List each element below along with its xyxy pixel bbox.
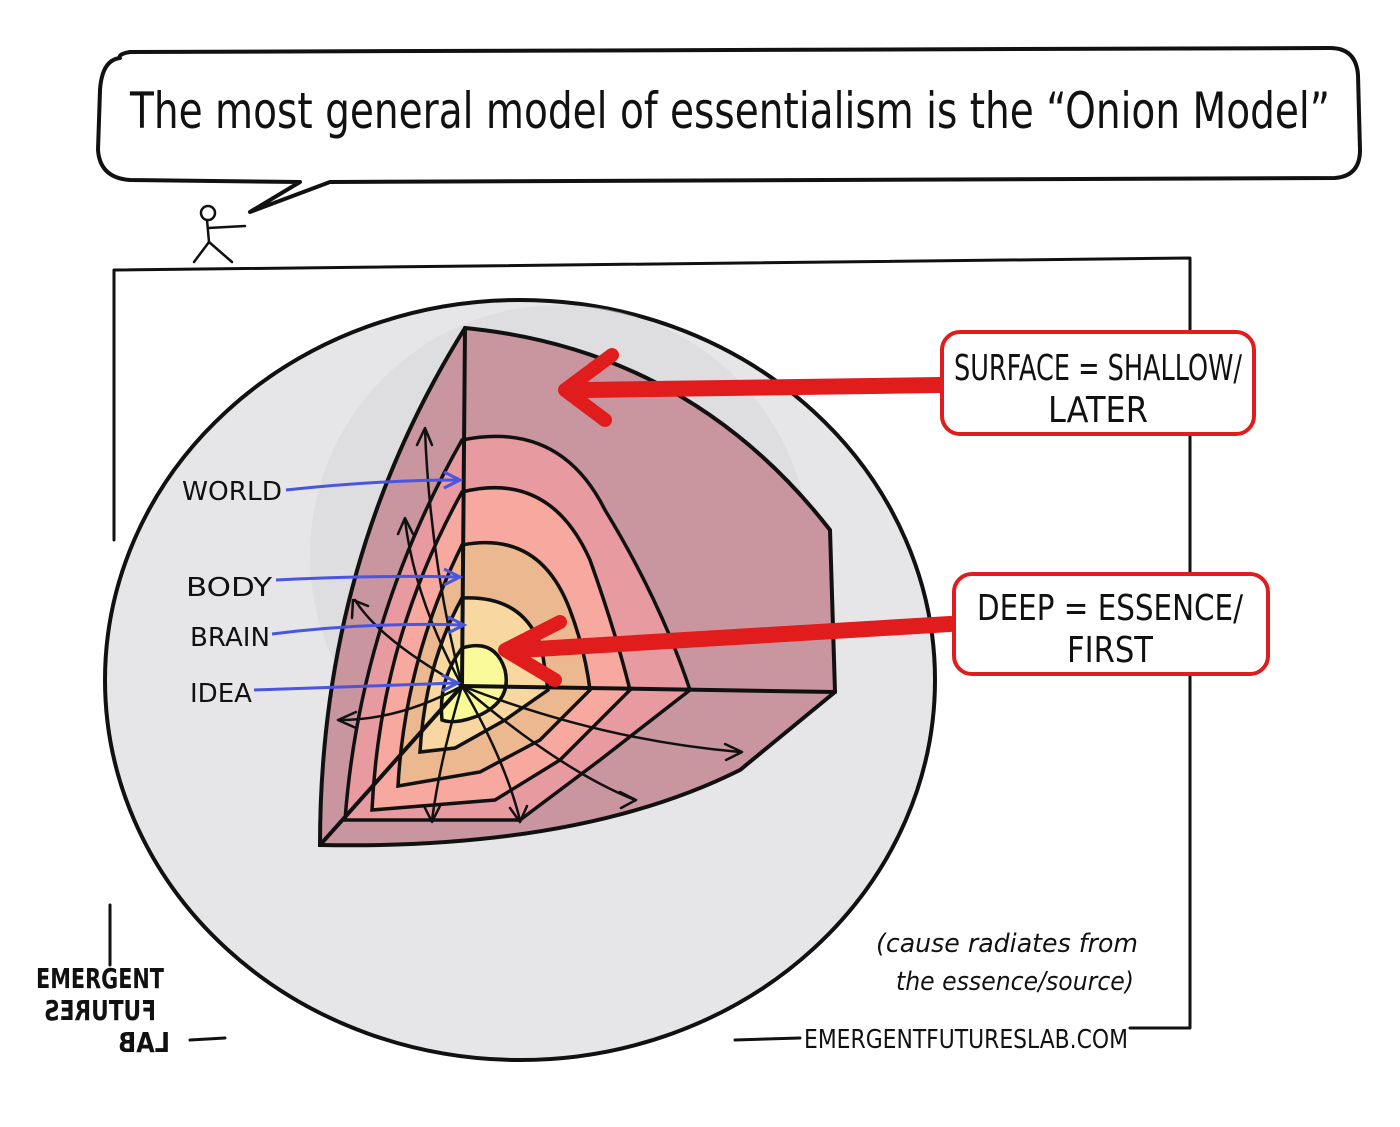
deep-line2: FIRST xyxy=(1067,630,1154,671)
arrow-world xyxy=(285,478,459,492)
surface-pointer-arrow xyxy=(577,377,948,398)
surface-box xyxy=(940,330,1256,436)
speech-bubble: The most general model of essentialism i… xyxy=(96,46,1362,214)
arrow-brain xyxy=(271,622,463,636)
deep-box xyxy=(952,572,1270,676)
layer-labels: WORLD BODY BRAIN IDEA xyxy=(182,470,468,709)
deep-pointer-arrow xyxy=(512,616,958,658)
stick-figure xyxy=(192,204,247,264)
brand-logo: EMERGENT FUTURES LAB xyxy=(36,962,170,1059)
logo-line1: EMERGENT xyxy=(36,962,164,995)
label-idea: IDEA xyxy=(190,679,252,709)
surface-line2: LATER xyxy=(1048,390,1148,431)
speech-text: The most general model of essentialism i… xyxy=(129,82,1330,140)
arrow-idea xyxy=(253,681,457,692)
website-url: EMERGENTFUTURESLAB.COM xyxy=(804,1025,1128,1055)
label-brain: BRAIN xyxy=(190,623,270,653)
label-world: WORLD xyxy=(182,477,282,507)
logo-line2: FUTURES xyxy=(44,994,156,1027)
radiating-arrows xyxy=(336,426,744,824)
callout-surface: SURFACE = SHALLOW/ LATER xyxy=(558,330,1256,436)
deep-line1: DEEP = ESSENCE/ xyxy=(977,588,1244,629)
callout-deep: DEEP = ESSENCE/ FIRST xyxy=(498,572,1270,687)
panel-frame xyxy=(108,256,1192,1042)
surface-line1: SURFACE = SHALLOW/ xyxy=(954,348,1243,389)
note-line1: (cause radiates from xyxy=(876,929,1138,959)
label-body: BODY xyxy=(186,573,272,603)
causation-note: (cause radiates from the essence/source) xyxy=(876,929,1138,997)
onion-cutaway xyxy=(317,325,838,848)
logo-line3: LAB xyxy=(118,1026,170,1059)
note-line2: the essence/source) xyxy=(896,967,1134,997)
arrow-body xyxy=(275,574,459,582)
